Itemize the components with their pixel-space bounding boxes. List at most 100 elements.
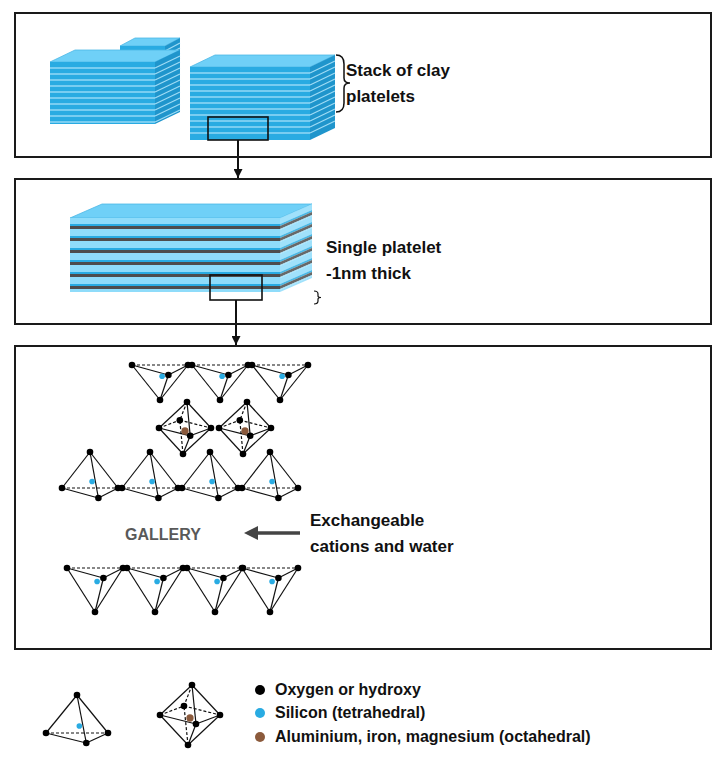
bond-line bbox=[182, 488, 218, 498]
bond-line bbox=[132, 365, 168, 375]
bond-line bbox=[150, 452, 158, 498]
layer-band bbox=[70, 289, 280, 290]
bond-line bbox=[160, 715, 188, 745]
layer-band bbox=[70, 238, 280, 241]
diagram-panel: Single platelet -1nm thick bbox=[14, 178, 712, 325]
bond-line bbox=[159, 402, 187, 428]
oxygen-atom bbox=[64, 565, 71, 572]
bond-line bbox=[127, 567, 183, 568]
bond-line bbox=[219, 420, 240, 428]
bond-line bbox=[288, 365, 308, 375]
platelet-line bbox=[155, 80, 180, 92]
layer-band bbox=[70, 265, 280, 266]
oxygen-atom bbox=[83, 740, 90, 747]
tetrahedron bbox=[179, 449, 242, 502]
platelet-line bbox=[50, 97, 155, 98]
bond-line bbox=[210, 452, 218, 498]
silicon-atom bbox=[269, 579, 275, 585]
octahedron bbox=[216, 399, 275, 458]
bond-line bbox=[219, 428, 243, 454]
bond-line bbox=[192, 365, 228, 375]
oxygen-atom bbox=[295, 565, 302, 572]
oxygen-atom bbox=[212, 609, 219, 616]
octahedron bbox=[157, 682, 224, 749]
oxygen-atom bbox=[59, 485, 66, 492]
bond-line bbox=[220, 365, 248, 400]
bond-line bbox=[187, 402, 211, 428]
platelet-line bbox=[155, 92, 180, 104]
bond-line bbox=[90, 452, 98, 498]
tetrahedron bbox=[249, 362, 312, 404]
bond-line bbox=[250, 428, 271, 436]
bond-line bbox=[62, 488, 98, 498]
oxygen-atom bbox=[244, 399, 251, 406]
bond-line bbox=[122, 488, 158, 498]
platelet-line bbox=[50, 115, 155, 116]
oxygen-atom bbox=[43, 730, 50, 737]
bond-line bbox=[158, 488, 178, 498]
octahedron bbox=[156, 399, 215, 458]
platelet-line bbox=[310, 73, 335, 85]
bond-line bbox=[160, 706, 184, 715]
bond-line bbox=[219, 402, 247, 428]
zoom-frame bbox=[208, 117, 268, 140]
tetrahedron bbox=[189, 362, 252, 404]
bond-line bbox=[242, 567, 298, 568]
oxygen-atom bbox=[184, 565, 191, 572]
stack-side-face bbox=[155, 50, 180, 124]
bond-line bbox=[247, 402, 271, 428]
legend-swatch bbox=[255, 708, 265, 718]
layer-band bbox=[70, 253, 280, 254]
layer-band bbox=[70, 284, 280, 286]
platelet-line bbox=[190, 114, 310, 115]
tetrahedron bbox=[59, 449, 122, 502]
bond-line bbox=[77, 695, 108, 733]
bond-line bbox=[159, 428, 190, 436]
legend-icons bbox=[43, 682, 224, 749]
bond-line bbox=[280, 365, 308, 400]
bond-line bbox=[122, 452, 150, 488]
zoom-connector bbox=[237, 158, 239, 178]
tetrahedron bbox=[239, 449, 302, 502]
platelet-line bbox=[50, 85, 155, 86]
layer-band bbox=[70, 286, 280, 289]
single-platelet-stack bbox=[70, 204, 312, 292]
tetrahedron bbox=[64, 565, 127, 616]
oxygen-atom bbox=[152, 609, 159, 616]
tetrahedron bbox=[119, 449, 182, 502]
oxygen-atom bbox=[92, 609, 99, 616]
oxygen-atom bbox=[247, 433, 254, 440]
bond-line bbox=[155, 568, 183, 612]
bond-line bbox=[168, 365, 188, 375]
oxygen-atom bbox=[216, 425, 223, 432]
oxygen-atom bbox=[165, 372, 172, 379]
oxygen-atom bbox=[217, 712, 224, 719]
panel-label: Exchangeable cations and water bbox=[310, 508, 485, 559]
layer-band bbox=[280, 275, 312, 290]
legend-text: Silicon (tetrahedral) bbox=[275, 704, 425, 722]
legend: Oxygen or hydroxySilicon (tetrahedral)Al… bbox=[255, 678, 591, 749]
oxygen-atom bbox=[275, 575, 282, 582]
platelet-line bbox=[190, 102, 310, 103]
bond-line bbox=[67, 567, 123, 568]
oxygen-atom bbox=[177, 417, 184, 424]
bond-line bbox=[132, 365, 160, 400]
bond-line bbox=[95, 568, 123, 612]
bond-line bbox=[242, 568, 270, 612]
brace bbox=[314, 291, 321, 304]
bond-line bbox=[46, 733, 86, 743]
bond-line bbox=[159, 428, 183, 454]
platelet-line bbox=[155, 110, 180, 122]
platelet-line bbox=[155, 56, 180, 68]
bond-line bbox=[242, 452, 270, 488]
platelet-line bbox=[190, 96, 310, 97]
panel-label: Stack of clay platelets bbox=[346, 58, 458, 109]
tetrahedron bbox=[124, 565, 187, 616]
oxygen-atom bbox=[181, 703, 188, 710]
bond-line bbox=[219, 428, 250, 436]
bond-line bbox=[187, 568, 215, 612]
oxygen-atom bbox=[267, 449, 274, 456]
oxygen-atom bbox=[207, 449, 214, 456]
